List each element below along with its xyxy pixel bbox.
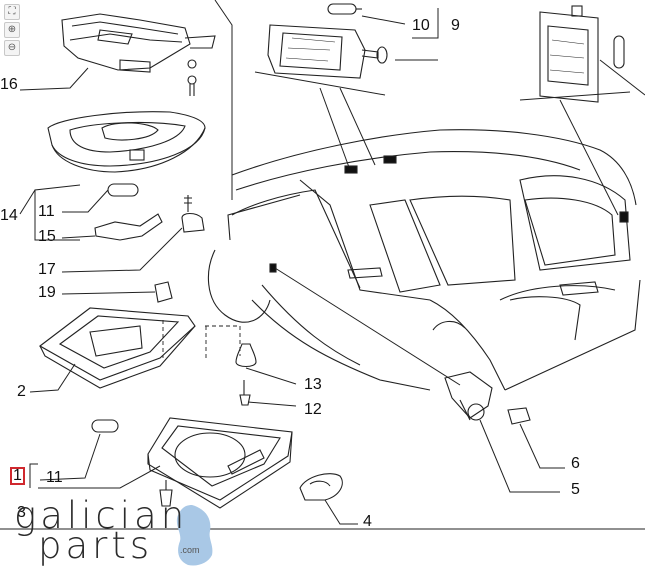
rear-lamp-assembly: [539, 5, 645, 103]
callout-9[interactable]: 9: [451, 17, 460, 34]
part-14-tray: [19, 111, 206, 241]
part-1-housing: [29, 417, 293, 509]
small-parts-group: [61, 183, 205, 303]
callout-13[interactable]: 13: [304, 376, 322, 393]
logo-text-domain: .com: [180, 545, 200, 555]
courtesy-lamp-assembly: [267, 3, 439, 79]
car-body-illustration: [207, 129, 641, 391]
part-4-cover: [299, 473, 358, 525]
callout-14[interactable]: 14: [0, 207, 18, 224]
parts-12-13-fasteners: [235, 343, 297, 407]
callout-11-lower[interactable]: 11: [46, 469, 63, 486]
logo-text-galician: galician: [14, 494, 189, 537]
callout-3[interactable]: 3: [17, 504, 26, 521]
callout-19[interactable]: 19: [38, 284, 56, 301]
callout-11-upper[interactable]: 11: [38, 203, 55, 220]
zoom-toolbar: ⛶ ⊕ ⊖: [4, 4, 20, 58]
callout-1[interactable]: 1: [10, 467, 25, 485]
callout-4[interactable]: 4: [363, 513, 372, 530]
logo-text-parts: parts: [38, 524, 154, 567]
callout-15[interactable]: 15: [38, 228, 56, 245]
fullscreen-icon[interactable]: ⛶: [4, 4, 20, 20]
part-16-bracket: [19, 13, 216, 96]
part-2-frame: [29, 307, 196, 393]
callout-17[interactable]: 17: [38, 261, 56, 278]
callout-6[interactable]: 6: [571, 455, 580, 472]
callout-5[interactable]: 5: [571, 481, 580, 498]
logo-map-shape: [176, 505, 213, 566]
galicianparts-logo: galician parts .com: [12, 497, 222, 579]
zoom-out-icon[interactable]: ⊖: [4, 40, 20, 56]
part-5-6-switch: [444, 371, 565, 493]
callout-12[interactable]: 12: [304, 401, 322, 418]
car-leader-lines: [214, 0, 631, 386]
callout-10[interactable]: 10: [412, 17, 430, 34]
callout-16[interactable]: 16: [0, 76, 18, 93]
callout-2[interactable]: 2: [17, 383, 26, 400]
zoom-in-icon[interactable]: ⊕: [4, 22, 20, 38]
